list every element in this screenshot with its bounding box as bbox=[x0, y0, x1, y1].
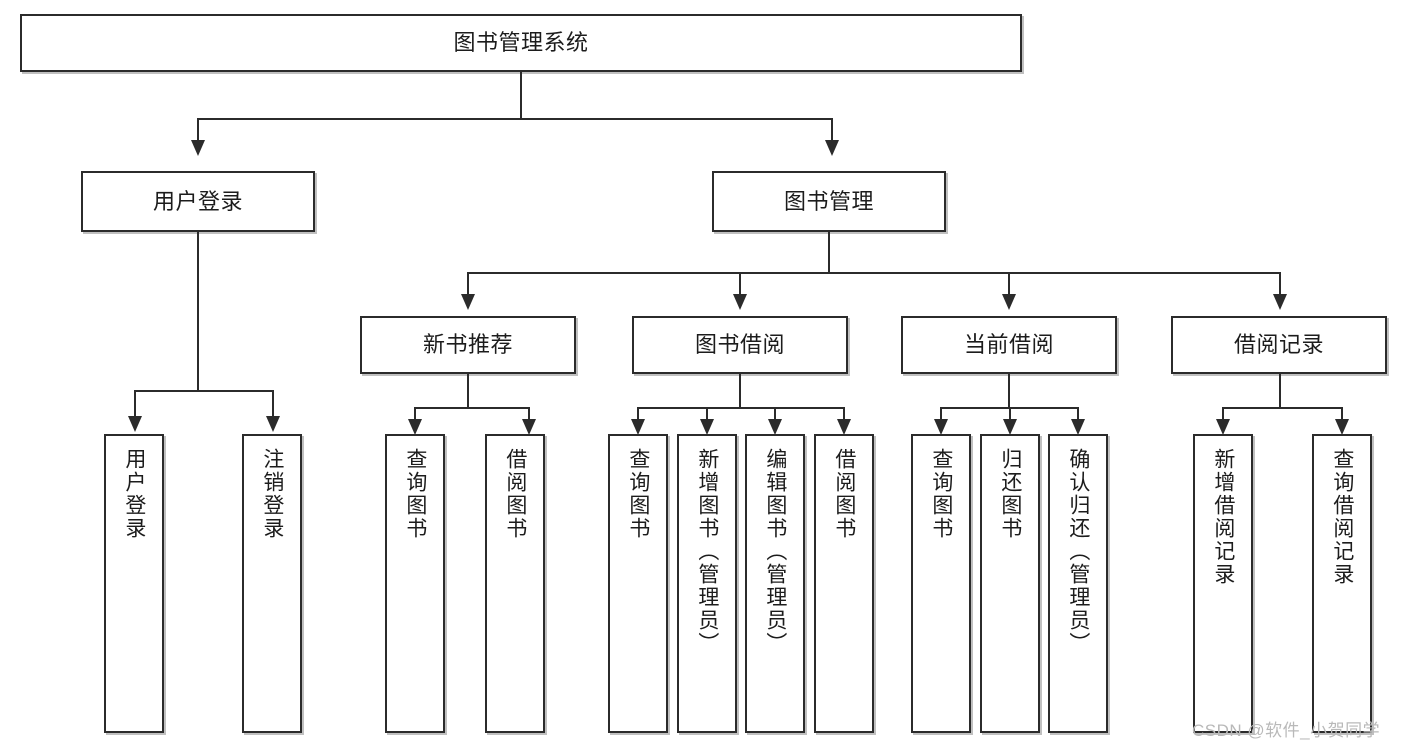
edge-user-login-to-leaf-2 bbox=[272, 390, 274, 418]
csdn-watermark: CSDN @软件_小贺同学 bbox=[1192, 721, 1381, 740]
edge-book-borrow-to-leaf-3 bbox=[774, 407, 776, 429]
node-leaf-query-book-3-label: 查询图书 bbox=[929, 448, 953, 540]
node-leaf-confirm-return[interactable]: 确认归还（管理员） bbox=[1048, 434, 1108, 733]
arrow-current-borrow-to-leaf-2 bbox=[1003, 419, 1017, 435]
node-user-login-label: 用户登录 bbox=[152, 188, 243, 214]
node-leaf-add-book-label: 新增图书（管理员） bbox=[695, 448, 719, 655]
edge-root-to-book-manage bbox=[831, 118, 833, 144]
node-leaf-query-book-3[interactable]: 查询图书 bbox=[911, 434, 971, 733]
edge-current-borrow-stem bbox=[1008, 374, 1010, 407]
node-book-borrow-label: 图书借阅 bbox=[694, 332, 785, 358]
edge-new-book-rec-to-leaf-1 bbox=[414, 407, 416, 429]
node-root[interactable]: 图书管理系统 bbox=[20, 14, 1022, 72]
node-current-borrow[interactable]: 当前借阅 bbox=[901, 316, 1117, 374]
node-leaf-edit-book[interactable]: 编辑图书（管理员） bbox=[745, 434, 805, 733]
node-leaf-query-book-2-label: 查询图书 bbox=[626, 448, 650, 540]
edge-book-borrow-stem bbox=[739, 374, 741, 407]
edge-borrow-record-to-leaf-2 bbox=[1341, 407, 1343, 429]
edge-book-borrow-to-leaf-4 bbox=[843, 407, 845, 429]
edge-user-login-to-leaf-1 bbox=[134, 390, 136, 418]
node-user-login[interactable]: 用户登录 bbox=[81, 171, 315, 232]
node-leaf-logout-label: 注销登录 bbox=[260, 448, 284, 540]
edge-user-login-bus bbox=[134, 390, 272, 392]
node-root-label: 图书管理系统 bbox=[453, 30, 589, 56]
node-leaf-user-login[interactable]: 用户登录 bbox=[104, 434, 164, 733]
node-book-borrow[interactable]: 图书借阅 bbox=[632, 316, 848, 374]
arrow-current-borrow-to-leaf-3 bbox=[1071, 419, 1085, 435]
node-leaf-return-book[interactable]: 归还图书 bbox=[980, 434, 1040, 733]
edge-current-borrow-to-leaf-2 bbox=[1009, 407, 1011, 429]
node-borrow-record-label: 借阅记录 bbox=[1233, 332, 1324, 358]
node-new-book-rec-label: 新书推荐 bbox=[422, 332, 513, 358]
arrow-book-borrow-to-leaf-1 bbox=[631, 419, 645, 435]
node-current-borrow-label: 当前借阅 bbox=[963, 332, 1054, 358]
arrow-current-borrow-to-leaf-1 bbox=[934, 419, 948, 435]
arrow-borrow-record-to-leaf-2 bbox=[1335, 419, 1349, 435]
edge-borrow-record-stem bbox=[1279, 374, 1281, 407]
node-leaf-add-book[interactable]: 新增图书（管理员） bbox=[677, 434, 737, 733]
node-new-book-rec[interactable]: 新书推荐 bbox=[360, 316, 576, 374]
edge-new-book-rec-stem bbox=[467, 374, 469, 407]
edge-book-borrow-bus bbox=[637, 407, 845, 409]
node-leaf-edit-book-label: 编辑图书（管理员） bbox=[763, 448, 787, 655]
arrow-book-manage-to-book-borrow bbox=[733, 294, 747, 310]
edge-book-manage-to-current-borrow bbox=[1008, 272, 1010, 298]
arrow-book-manage-to-new-book-rec bbox=[461, 294, 475, 310]
node-leaf-logout[interactable]: 注销登录 bbox=[242, 434, 302, 733]
edge-root-to-user-login bbox=[197, 118, 199, 144]
arrow-user-login-to-leaf-2 bbox=[266, 416, 280, 432]
node-book-manage-label: 图书管理 bbox=[783, 188, 874, 214]
edge-book-manage-stem bbox=[828, 232, 830, 272]
node-leaf-return-book-label: 归还图书 bbox=[998, 448, 1022, 540]
arrow-root-to-book-manage bbox=[825, 140, 839, 156]
node-leaf-borrow-book-1[interactable]: 借阅图书 bbox=[485, 434, 545, 733]
edge-current-borrow-to-leaf-1 bbox=[940, 407, 942, 429]
edge-new-book-rec-to-leaf-2 bbox=[528, 407, 530, 429]
edge-user-login-stem bbox=[197, 232, 199, 390]
edge-new-book-rec-bus bbox=[414, 407, 530, 409]
node-leaf-query-book-1[interactable]: 查询图书 bbox=[385, 434, 445, 733]
node-leaf-borrow-book-1-label: 借阅图书 bbox=[503, 448, 527, 540]
arrow-book-manage-to-current-borrow bbox=[1002, 294, 1016, 310]
arrow-book-borrow-to-leaf-3 bbox=[768, 419, 782, 435]
node-leaf-query-book-2[interactable]: 查询图书 bbox=[608, 434, 668, 733]
edge-borrow-record-to-leaf-1 bbox=[1222, 407, 1224, 429]
node-book-manage[interactable]: 图书管理 bbox=[712, 171, 946, 232]
edge-book-manage-to-new-book-rec bbox=[467, 272, 469, 298]
node-leaf-query-record[interactable]: 查询借阅记录 bbox=[1312, 434, 1372, 733]
edge-root-bus bbox=[197, 118, 833, 120]
edge-book-borrow-to-leaf-2 bbox=[706, 407, 708, 429]
arrow-new-book-rec-to-leaf-1 bbox=[408, 419, 422, 435]
arrow-root-to-user-login bbox=[191, 140, 205, 156]
edge-book-manage-bus bbox=[467, 272, 1279, 274]
node-leaf-borrow-book-2-label: 借阅图书 bbox=[832, 448, 856, 540]
node-leaf-borrow-book-2[interactable]: 借阅图书 bbox=[814, 434, 874, 733]
edge-root-stem bbox=[520, 72, 522, 118]
edge-current-borrow-to-leaf-3 bbox=[1077, 407, 1079, 429]
node-leaf-add-record[interactable]: 新增借阅记录 bbox=[1193, 434, 1253, 733]
node-leaf-user-login-label: 用户登录 bbox=[122, 448, 146, 540]
node-leaf-add-record-label: 新增借阅记录 bbox=[1211, 448, 1235, 586]
node-leaf-query-record-label: 查询借阅记录 bbox=[1330, 448, 1354, 586]
edge-borrow-record-bus bbox=[1222, 407, 1342, 409]
arrow-book-borrow-to-leaf-4 bbox=[837, 419, 851, 435]
node-leaf-confirm-return-label: 确认归还（管理员） bbox=[1066, 448, 1090, 655]
edge-book-manage-to-borrow-record bbox=[1279, 272, 1281, 298]
arrow-user-login-to-leaf-1 bbox=[128, 416, 142, 432]
arrow-new-book-rec-to-leaf-2 bbox=[522, 419, 536, 435]
edge-book-borrow-to-leaf-1 bbox=[637, 407, 639, 429]
arrow-book-manage-to-borrow-record bbox=[1273, 294, 1287, 310]
node-leaf-query-book-1-label: 查询图书 bbox=[403, 448, 427, 540]
edge-book-manage-to-book-borrow bbox=[739, 272, 741, 298]
arrow-book-borrow-to-leaf-2 bbox=[700, 419, 714, 435]
node-borrow-record[interactable]: 借阅记录 bbox=[1171, 316, 1387, 374]
arrow-borrow-record-to-leaf-1 bbox=[1216, 419, 1230, 435]
